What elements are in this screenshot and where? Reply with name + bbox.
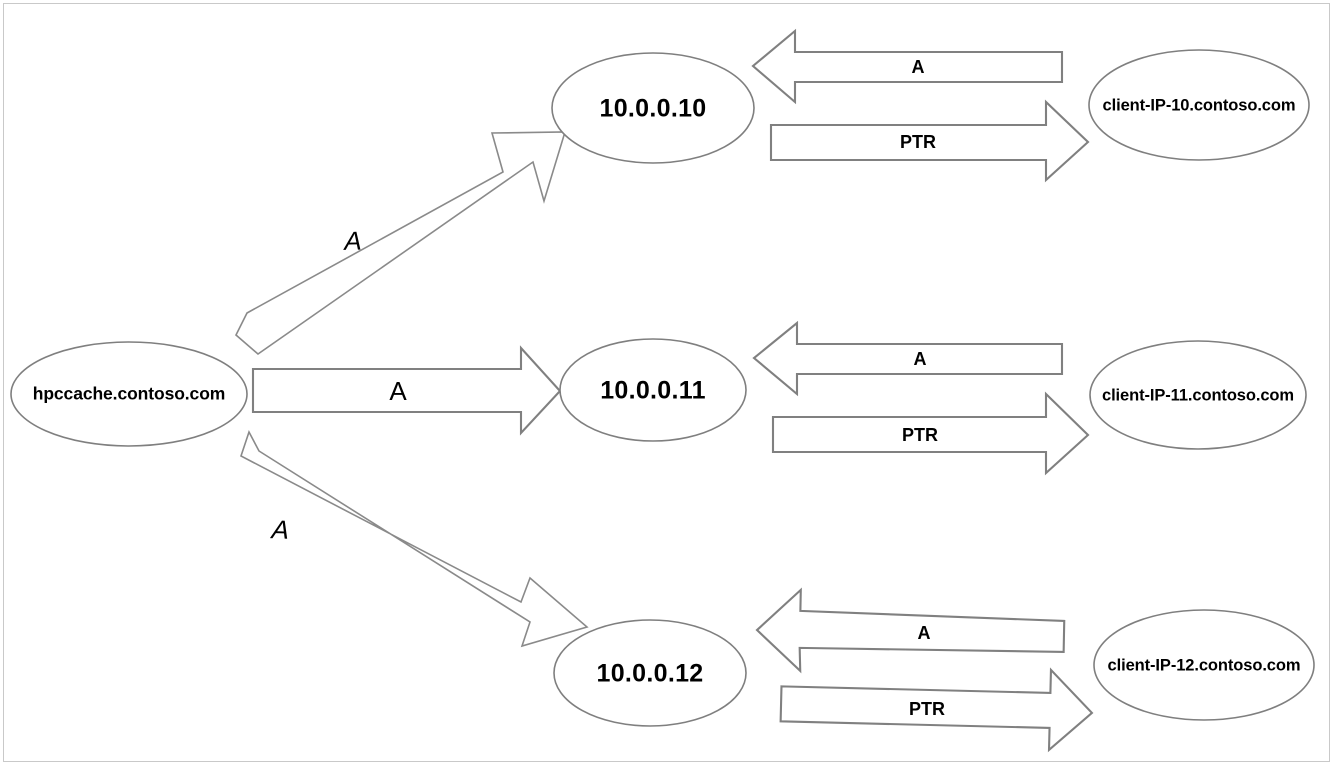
node-ip-11[interactable]: 10.0.0.11 <box>559 338 747 442</box>
arrow-label-ptr-record-12: PTR <box>909 699 945 719</box>
arrow-hpccache-to-ip-11[interactable]: A <box>251 345 562 436</box>
arrow-a-record-12[interactable]: A <box>755 587 1066 676</box>
node-label-ip-12: 10.0.0.12 <box>597 660 704 688</box>
arrow-label-ptr-record-10: PTR <box>900 132 936 152</box>
node-label-client-11: client-IP-11.contoso.com <box>1102 386 1294 404</box>
arrow-ptr-record-12[interactable]: PTR <box>779 663 1094 753</box>
arrow-ptr-record-11[interactable]: PTR <box>771 391 1090 476</box>
arrow-label-hpccache-to-ip-12: A <box>268 515 294 545</box>
arrow-hpccache-to-ip-12[interactable]: A <box>240 429 589 648</box>
arrow-label-a-record-11: A <box>914 349 927 369</box>
arrow-label-a-record-10: A <box>912 57 925 77</box>
arrow-label-a-record-12: A <box>918 623 931 643</box>
arrow-a-record-10[interactable]: A <box>751 28 1064 105</box>
node-client-11[interactable]: client-IP-11.contoso.com <box>1089 340 1307 450</box>
node-label-client-12: client-IP-12.contoso.com <box>1108 656 1301 674</box>
arrow-label-hpccache-to-ip-11: A <box>389 376 407 406</box>
arrow-a-record-11[interactable]: A <box>752 320 1064 397</box>
node-ip-10[interactable]: 10.0.0.10 <box>551 52 755 164</box>
node-hpccache[interactable]: hpccache.contoso.com <box>10 341 248 447</box>
node-label-ip-11: 10.0.0.11 <box>600 377 706 405</box>
node-client-10[interactable]: client-IP-10.contoso.com <box>1088 49 1310 161</box>
arrow-ptr-record-10[interactable]: PTR <box>769 99 1090 183</box>
arrow-hpccache-to-ip-10[interactable]: A <box>235 131 567 356</box>
node-label-ip-10: 10.0.0.10 <box>600 95 707 123</box>
node-label-client-10: client-IP-10.contoso.com <box>1103 96 1296 114</box>
arrow-label-ptr-record-11: PTR <box>902 425 938 445</box>
node-ip-12[interactable]: 10.0.0.12 <box>553 619 747 727</box>
arrow-label-hpccache-to-ip-10: A <box>342 226 365 256</box>
node-client-12[interactable]: client-IP-12.contoso.com <box>1093 609 1315 721</box>
node-label-hpccache: hpccache.contoso.com <box>33 384 226 404</box>
